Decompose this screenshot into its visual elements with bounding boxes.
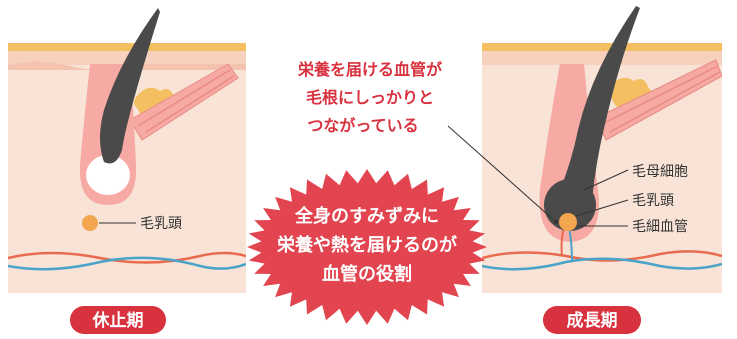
- matrix-leader: [583, 169, 629, 191]
- dermal-papilla: [82, 215, 98, 231]
- callout-arrow-tip: [554, 220, 558, 224]
- burst-line-3: 血管の役割: [322, 263, 412, 285]
- burst-shape: [247, 169, 487, 325]
- burst: 全身のすみずみに 栄養や熱を届けるのが 血管の役割: [247, 169, 487, 325]
- stage-pill-right: [543, 306, 641, 334]
- label-capillary: 毛細血管: [632, 219, 688, 235]
- follicle-bulb: [86, 155, 130, 195]
- burst-line-2: 栄養や熱を届けるのが: [276, 234, 457, 256]
- label-matrix: 毛母細胞: [632, 164, 688, 180]
- left-panel: 毛乳頭 休止期: [8, 8, 246, 334]
- arrector-muscle: [129, 63, 239, 141]
- muscle-striations: [601, 65, 721, 133]
- burst-line-1: 全身のすみずみに: [294, 205, 439, 227]
- dermal-papilla: [559, 213, 577, 231]
- label-papilla: 毛乳頭: [632, 193, 674, 209]
- vessel-blue: [8, 256, 246, 271]
- papilla-leader: [575, 199, 629, 217]
- callout-line-3: つながっている: [307, 116, 418, 135]
- vessel-blue: [482, 257, 722, 271]
- epidermis-band: [482, 51, 722, 65]
- papilla-label: 毛乳頭: [140, 216, 182, 232]
- callout: 栄養を届ける血管が 毛根にしっかりと つながっている: [297, 60, 558, 224]
- vessel-red: [482, 250, 722, 262]
- skin-surface-band: [482, 43, 722, 51]
- right-panel: 毛母細胞 毛乳頭 毛細血管 成長期: [482, 6, 722, 334]
- hair-matrix: [544, 179, 596, 231]
- callout-line-1: 栄養を届ける血管が: [297, 60, 442, 79]
- stage-pill-left: [70, 306, 166, 334]
- hair-shaft: [100, 8, 160, 164]
- hair-shaft: [555, 6, 640, 229]
- muscle-striations: [137, 69, 235, 133]
- vessel-red: [8, 251, 246, 264]
- stage-label-left: 休止期: [92, 310, 144, 331]
- callout-arrow: [447, 125, 557, 223]
- skin-surface-band: [8, 43, 246, 51]
- callout-line-2: 毛根にしっかりと: [306, 88, 434, 107]
- stage-label-right: 成長期: [567, 310, 618, 331]
